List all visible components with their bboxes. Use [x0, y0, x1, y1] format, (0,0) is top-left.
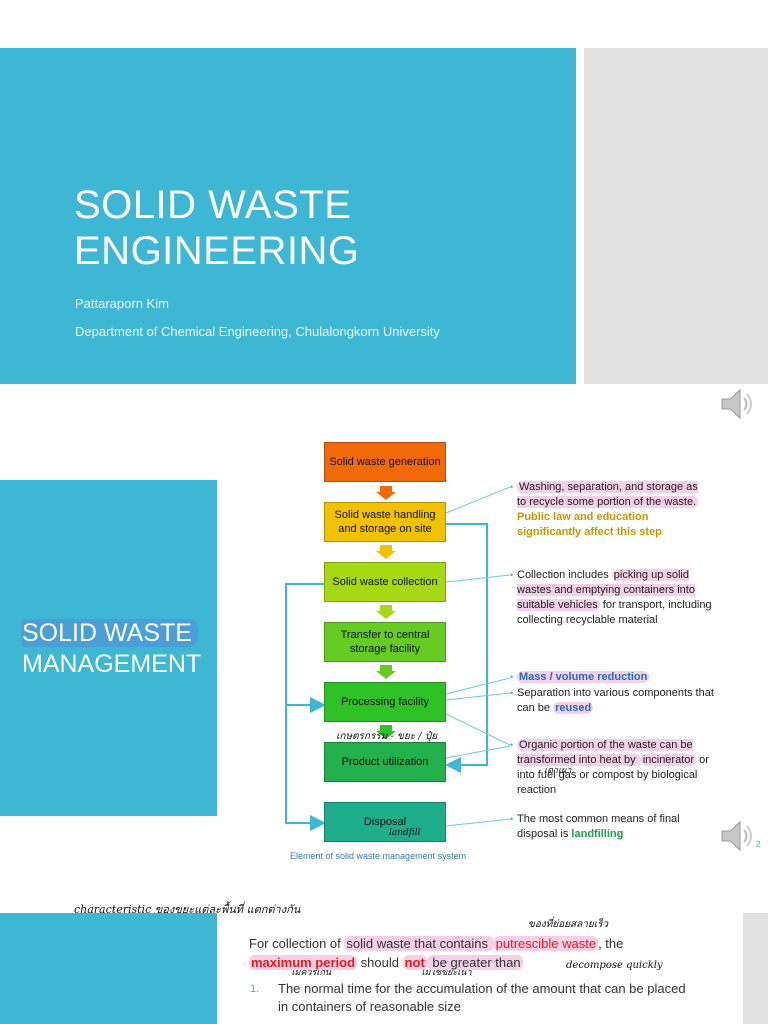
box-disposal: Disposal	[324, 802, 446, 842]
annotation-landfill: landfill	[389, 828, 421, 838]
bullet-collection: •Collection includes picking up solid wa…	[510, 569, 712, 626]
bullet-separation: •Separation into various components that…	[510, 687, 714, 714]
bullet-organic: •Organic portion of the waste can be tra…	[510, 739, 709, 796]
collection-paragraph: For collection of solid waste that conta…	[249, 936, 624, 970]
bullet-mass-reduction: •Mass / volume reduction	[510, 671, 650, 683]
handwritten-header: characteristic ของขยะแต่ละพื้นที่ แตกต่า…	[74, 903, 301, 916]
title-slide-panel	[0, 48, 576, 384]
box-collection: Solid waste collection	[324, 562, 446, 602]
title-line-2: ENGINEERING	[74, 229, 360, 273]
handwritten-note-decompose: decompose quickly	[566, 960, 663, 971]
author-name: Pattaraporn Kim	[75, 296, 169, 311]
numbered-item-1: 1. The normal time for the accumulation …	[250, 980, 690, 1016]
speaker-icon[interactable]	[718, 816, 758, 856]
section-title: SOLID WASTE MANAGEMENT	[22, 618, 201, 680]
annotation-incinerator: เตาเผา	[544, 766, 572, 776]
diagram-caption: Element of solid waste management system	[290, 851, 467, 861]
box-processing: Processing facility	[324, 682, 446, 722]
slide-number: 2	[756, 840, 761, 849]
item-text: The normal time for the accumulation of …	[278, 981, 686, 1014]
box-handling-storage: Solid waste handling and storage on site	[324, 502, 446, 542]
section-panel	[0, 480, 217, 816]
slide3-panel	[0, 913, 217, 1024]
handwritten-note-fast-decompose: ของที่ย่อยสลายเร็ว	[528, 919, 609, 930]
handwritten-note-not: ไม่ใช่ขยะเน่า	[420, 968, 472, 978]
presentation-title: SOLID WASTE ENGINEERING	[74, 182, 554, 274]
item-number: 1.	[250, 983, 260, 995]
section-title-line-1: SOLID WASTE	[22, 619, 198, 647]
box-generation: Solid waste generation	[324, 442, 446, 482]
box-product-utilization: Product utilization	[324, 742, 446, 782]
box-transfer: Transfer to central storage facility	[324, 622, 446, 662]
annotation-product: เกษตรกรรม - ขยะ / ปุ๋ย	[336, 731, 438, 742]
speaker-icon[interactable]	[718, 384, 758, 424]
bullet-disposal: •The most common means of final disposal…	[510, 813, 680, 840]
title-line-1: SOLID WASTE	[74, 183, 352, 227]
department-name: Department of Chemical Engineering, Chul…	[75, 324, 440, 339]
handwritten-note-max: ไม่ควรเกิน	[290, 968, 332, 978]
bullet-handling: •Washing, separation, and storage as to …	[510, 481, 699, 538]
title-slide-side-panel	[584, 48, 768, 384]
section-title-line-2: MANAGEMENT	[22, 650, 202, 678]
slide3-side-panel	[743, 913, 768, 1024]
